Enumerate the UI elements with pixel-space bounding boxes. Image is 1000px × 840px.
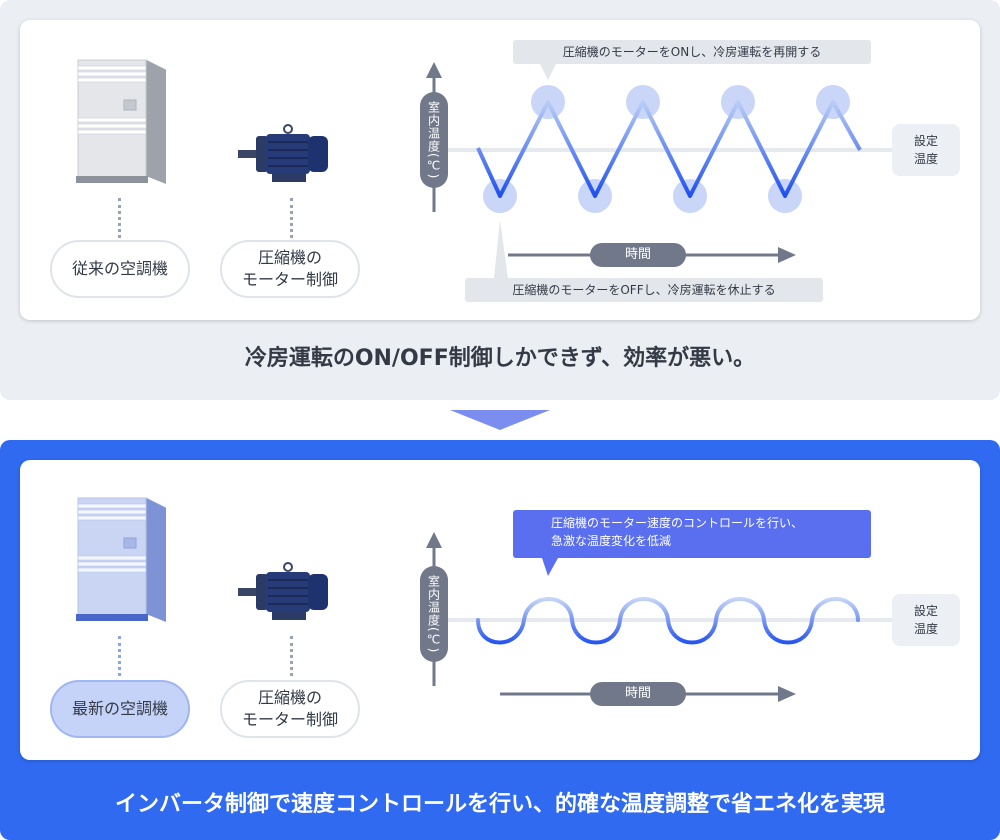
motor-icon: [238, 124, 328, 182]
motor-on-callout: 圧縮機のモーターをONし、冷房運転を再開する: [513, 40, 871, 64]
motor-off-callout: 圧縮機のモーターをOFFし、冷房運転を休止する: [465, 278, 823, 302]
set-temperature-label: 設定 温度: [892, 594, 960, 646]
motor-icon: [238, 562, 328, 620]
time-axis-label: 時間: [590, 682, 686, 706]
temperature-line: [476, 100, 862, 198]
unit-connector: [118, 636, 121, 676]
conventional-caption: 冷房運転のON/OFF制御しかできず、効率が悪い。: [244, 346, 756, 371]
set-temperature-label: 設定 温度: [892, 124, 960, 176]
inverter-temperature-chart: [426, 532, 900, 702]
inverter-caption: インバータ制御で速度コントロールを行い、的確な温度調整で省エネ化を実現: [114, 792, 885, 817]
temperature-wave: [476, 597, 860, 645]
inverter-motor-label: 圧縮機の モーター制御: [220, 680, 360, 738]
conventional-motor-label: 圧縮機の モーター制御: [220, 240, 360, 298]
speed-control-callout: 圧縮機のモーター速度のコントロールを行い、 急激な温度変化を低減: [513, 510, 871, 558]
conventional-unit-label: 従来の空調機: [50, 240, 190, 298]
motor-connector: [290, 636, 293, 676]
down-arrow-icon: [450, 410, 550, 430]
time-axis-label: 時間: [590, 243, 686, 267]
y-axis-label: 室内温度(℃): [420, 566, 448, 662]
air-conditioner-icon: [76, 497, 167, 622]
y-axis-label: 室内温度(℃): [420, 92, 448, 188]
on-off-temperature-chart: [426, 62, 900, 278]
motor-connector: [290, 198, 293, 238]
inverter-unit-label: 最新の空調機: [50, 680, 190, 738]
unit-connector: [118, 198, 121, 238]
air-conditioner-icon: [76, 59, 167, 184]
